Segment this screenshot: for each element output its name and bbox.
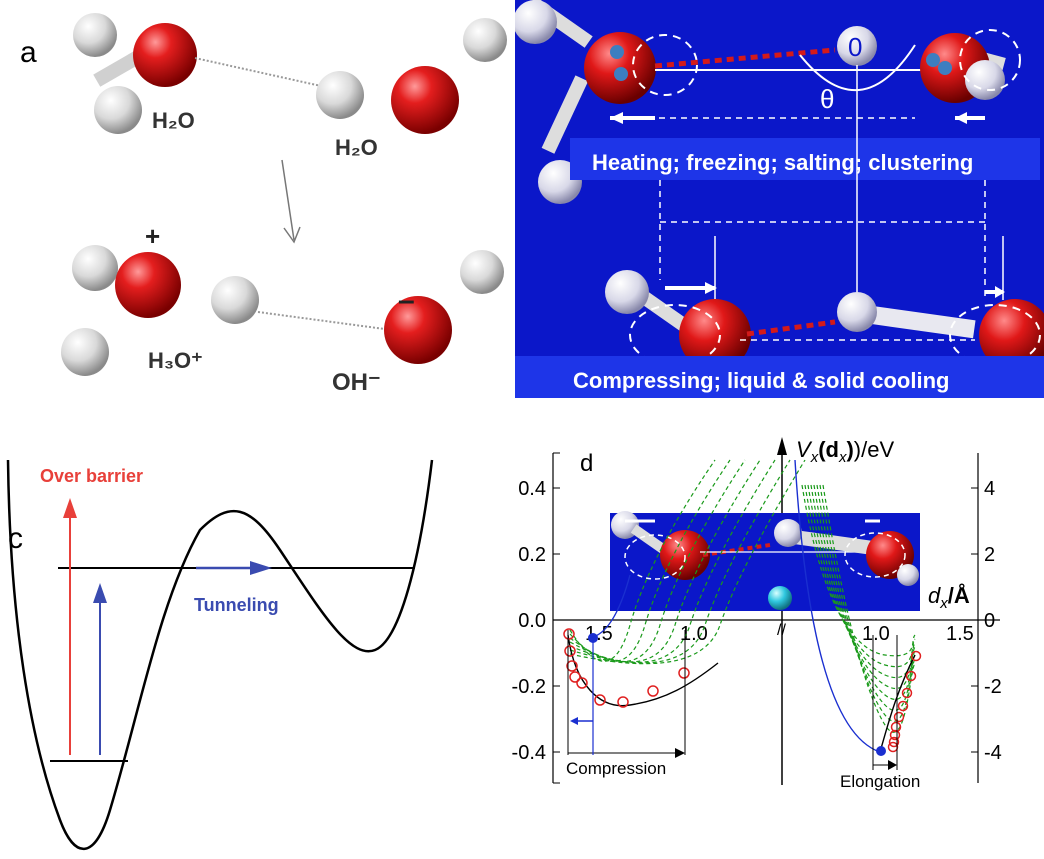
right-dashed-curve [816,484,916,711]
minus-sign: – [398,284,415,317]
left-data-circle [594,694,606,706]
top-right-water [920,33,1006,103]
panel-a: a H₂O H₂O + H₃O⁺ – OH⁻ [20,13,507,396]
right-tick-1: 2 [984,544,995,566]
right-data-circle [889,729,901,741]
right-blue-curve [794,459,881,753]
right-data-circle [897,700,909,712]
bottom-left-water [605,270,751,371]
compression-bracket [567,630,686,758]
left-y-axis: 0.4 0.2 0.0 -0.2 -0.4 [512,452,560,784]
left-black-curve [567,634,719,707]
right-data-circle [901,687,913,699]
hydrogen-bond-line-2 [257,311,393,331]
left-data-circle [576,677,588,689]
water-label-1: H₂O [152,108,195,133]
double-well-potential [6,459,434,851]
left-data-circle [563,628,575,640]
x-tick-right-1-5: 1.5 [946,623,974,645]
x-tick-right-1-0: 1.0 [862,623,890,645]
left-dashed-curve [569,459,791,664]
water-molecule-2 [316,18,507,134]
left-tick-4: -0.4 [512,742,546,764]
hydroxide-label: OH⁻ [332,369,381,396]
right-data-circle [888,736,900,748]
svg-text:dx/Å: dx/Å [928,582,970,612]
tunneling-label: Tunneling [194,595,279,615]
right-dashed-curve [801,484,916,657]
tunneling-vertical-arrow [93,583,107,755]
hydroxide-molecule [384,250,504,364]
right-blue-point [876,746,886,756]
left-data-circle [564,645,576,657]
left-dashed-curve [569,459,806,665]
left-data-circle [678,667,690,679]
left-dashed-curve [569,459,716,662]
left-tick-3: -0.2 [512,676,546,698]
right-data-circle [910,650,922,662]
left-data-circle [617,696,629,708]
plus-sign: + [145,221,160,251]
over-barrier-label: Over barrier [40,466,143,486]
left-dashed-curve [569,459,746,663]
hydronium-molecule [61,245,259,376]
right-dashed-curve [822,484,916,733]
right-dashed-curve [819,484,916,722]
top-caption-bar [570,138,1040,180]
right-dashed-curve [807,484,916,678]
hydrogen-bond-line [194,57,331,89]
right-tick-3: -2 [984,676,1002,698]
tunneling-horizontal-arrow [196,561,272,575]
over-barrier-arrow [63,498,77,755]
right-y-axis: 4 2 0 -2 -4 [971,453,1002,783]
hydrogen-bond [654,47,836,69]
right-tick-0: 4 [984,478,995,500]
left-dashed-curve [569,459,731,662]
bottom-caption: Compressing; liquid & solid cooling [573,368,949,393]
x-axis-title: dx/Å [928,582,970,612]
right-data-circle [893,711,905,723]
right-data-circle [890,721,902,733]
panel-b: 0 θ Heating; freezing; salting; clusteri… [515,0,1044,398]
left-data-circle [566,660,578,672]
water-label-2: H₂O [335,135,378,160]
panel-a-letter: a [20,36,37,69]
x-tick-left-1-0: 1.0 [680,623,708,645]
reaction-arrow [281,159,301,244]
left-tick-1: 0.2 [518,544,546,566]
top-caption: Heating; freezing; salting; clustering [592,150,973,175]
proton-bottom [837,292,877,332]
elongation-label: Elongation [840,772,920,791]
left-data-circle [647,685,659,697]
left-tick-0: 0.4 [518,478,546,500]
right-tick-4: -4 [984,742,1002,764]
right-black-curve [879,654,916,753]
angle-label: θ [820,84,834,114]
panel-d-letter: d [580,450,593,477]
elongation-bracket [872,635,898,770]
left-data-circle [569,671,581,683]
bottom-right-water [979,299,1044,371]
origin-label: 0 [848,32,862,62]
compression-label: Compression [566,759,666,778]
panel-d: 0.4 0.2 0.0 -0.2 -0.4 4 2 0 -2 -4 1.5 1.… [512,437,1002,791]
panel-c: c Over barrier Tunneling [6,459,434,851]
right-data-circle [905,670,917,682]
right-dashed-curve [813,484,916,700]
svg-text:Vx(dx))/eV: Vx(dx))/eV [796,437,894,466]
right-tick-2: 0 [984,610,995,632]
y-axis-title: Vx(dx))/eV [796,437,894,466]
left-tick-2: 0.0 [518,610,546,632]
inset-molecule-image [610,511,920,611]
right-dashed-curve [810,484,916,689]
bottom-caption-bar [515,356,1044,398]
center-proton [768,586,792,610]
hydronium-label: H₃O⁺ [148,348,203,373]
proton [837,26,877,66]
water-molecule-1 [73,13,197,134]
right-dashed-curve [804,484,916,668]
